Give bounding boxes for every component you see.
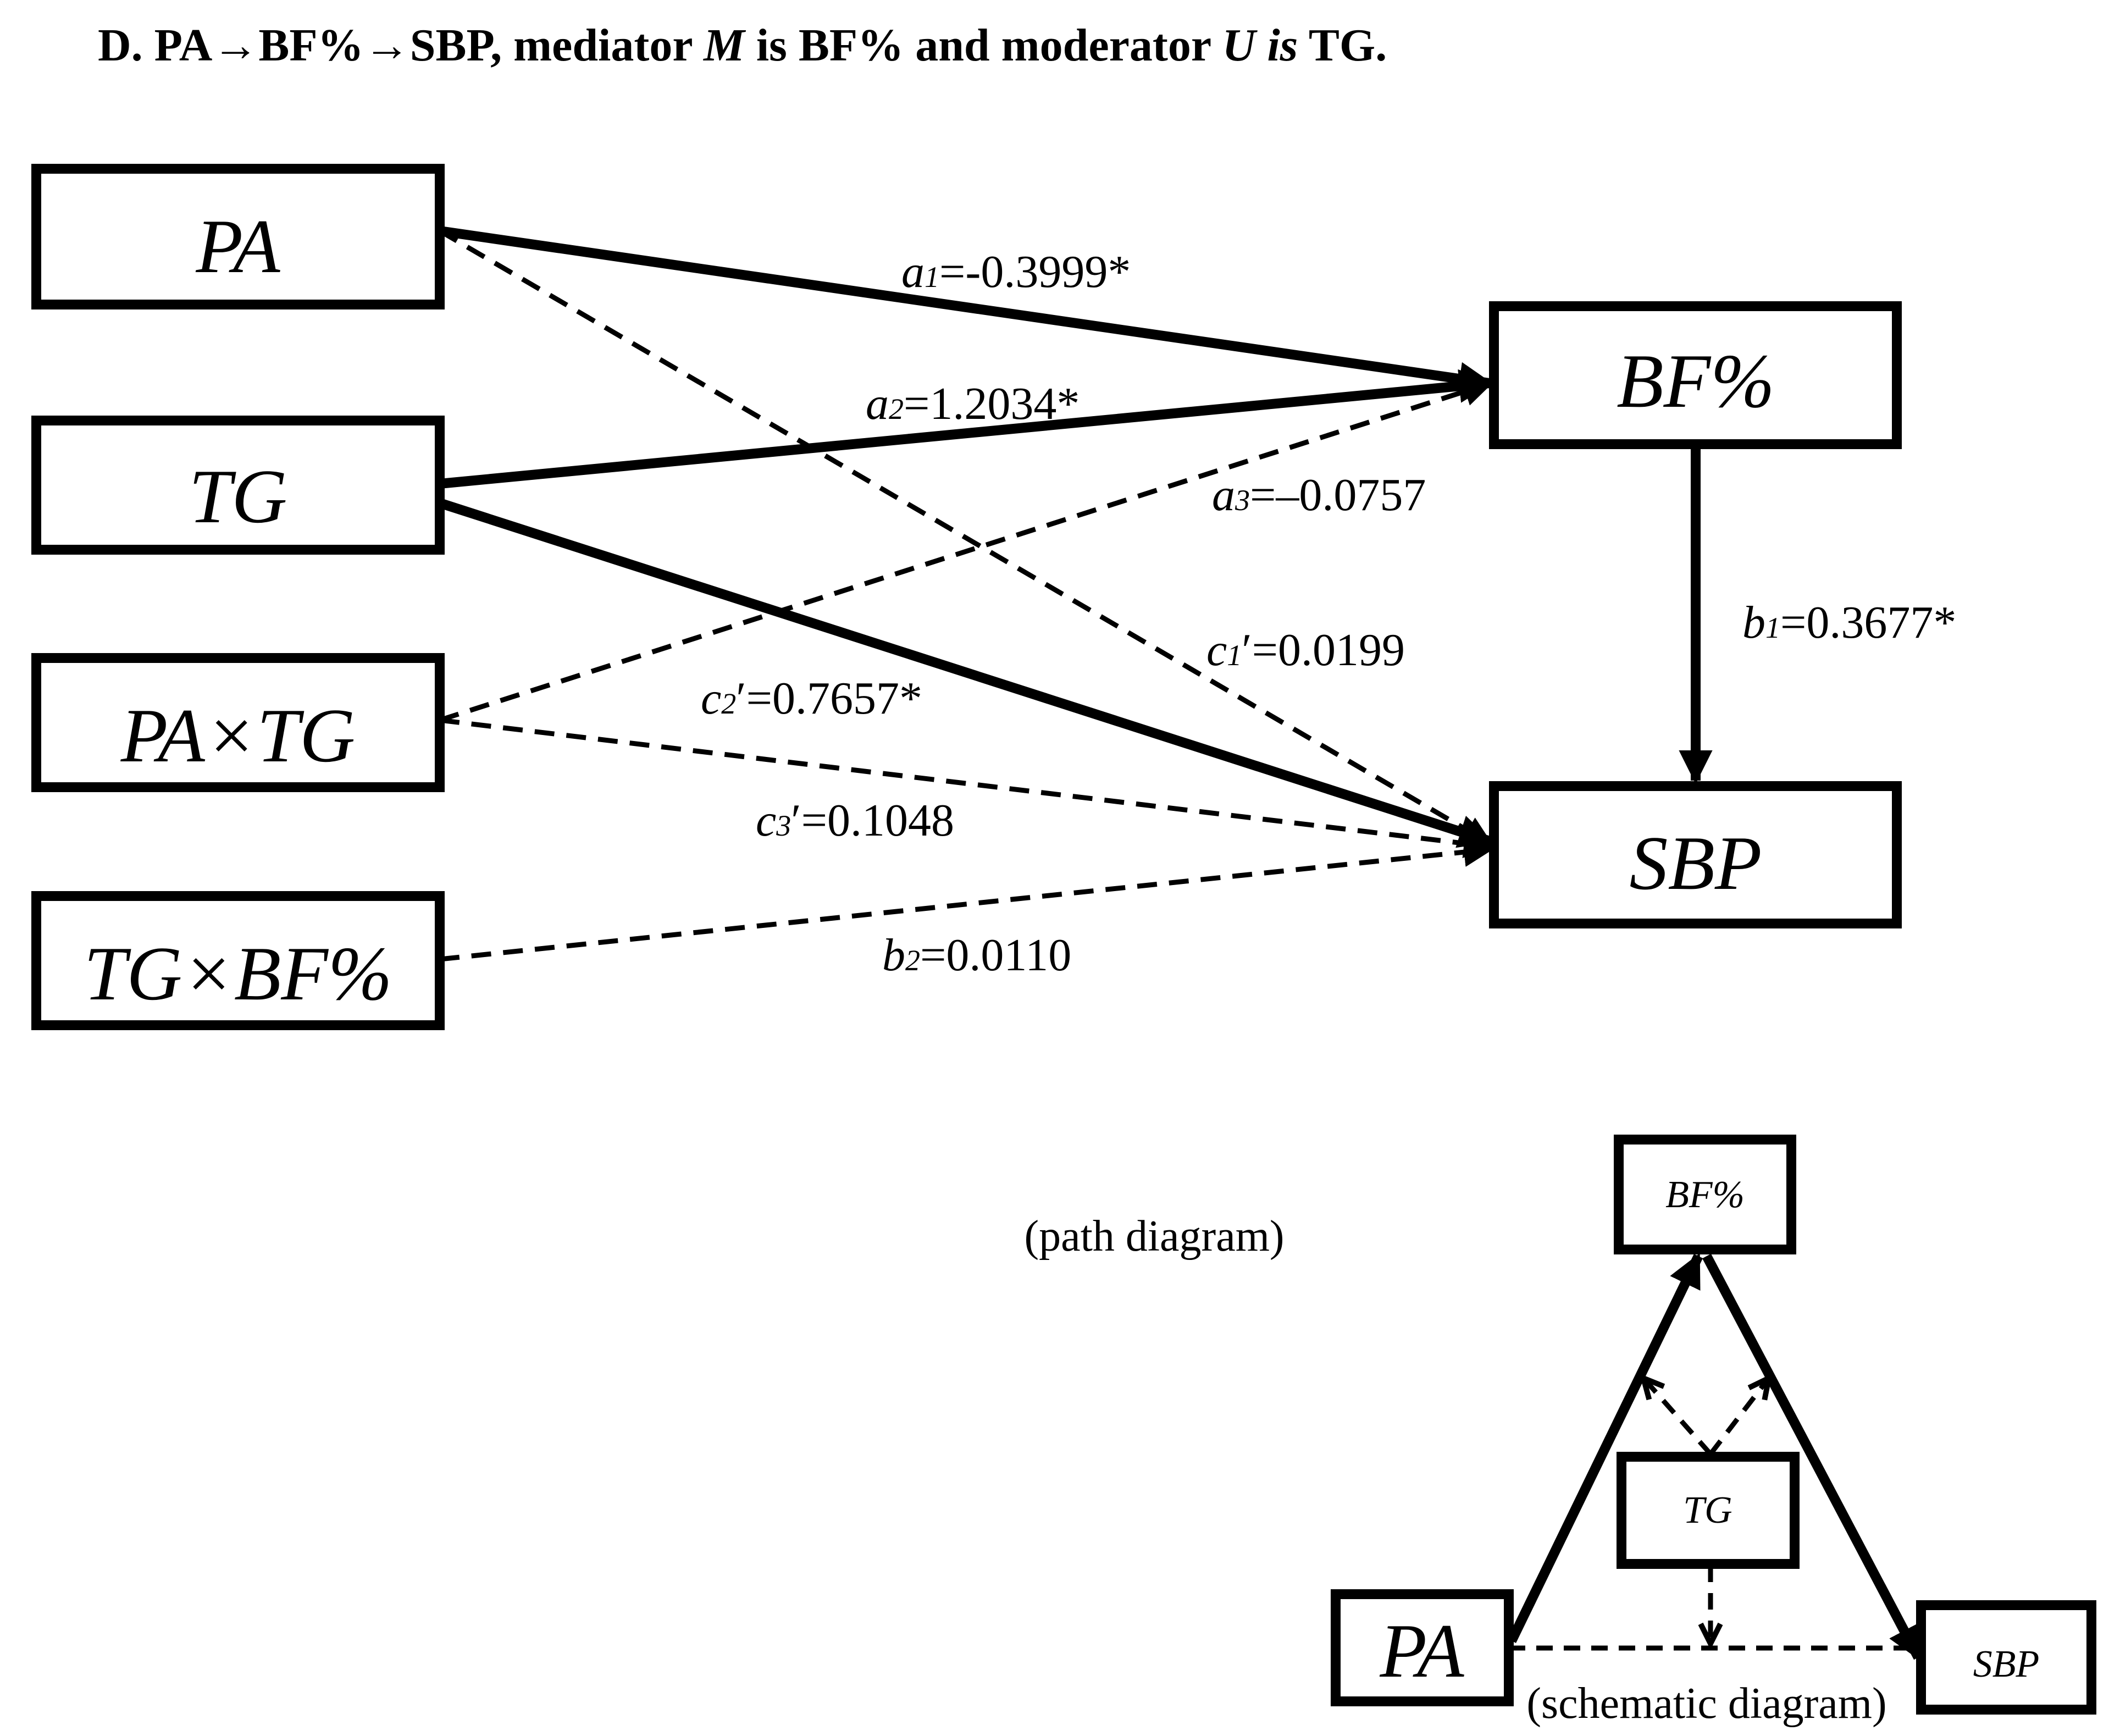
- node-tg-x-bf: TG×BF%: [31, 891, 445, 1030]
- coef-a2-symbol: a: [866, 378, 889, 429]
- node-tg-label: TG: [189, 454, 287, 539]
- caption-schematic-diagram: (schematic diagram): [1526, 1679, 1886, 1728]
- coef-a2-value: =1.2034*: [904, 378, 1080, 429]
- coef-a3: a3=–0.0757: [1212, 469, 1426, 521]
- coef-a1-symbol: a: [901, 246, 925, 297]
- schematic-node-bf-label: BF%: [1665, 1174, 1745, 1216]
- coef-c2: c2′=0.7657*: [701, 673, 922, 724]
- node-pa-label: PA: [196, 204, 280, 289]
- coef-a3-symbol: a: [1212, 469, 1235, 521]
- schematic-node-pa-label: PA: [1380, 1608, 1464, 1694]
- coef-b2: b2=0.0110: [882, 930, 1071, 981]
- path-c3-arrow: [439, 717, 1494, 859]
- coef-a2-sub: 2: [889, 392, 904, 425]
- path-a1-arrow: [439, 226, 1493, 396]
- coef-c3: c3′=0.1048: [756, 795, 954, 846]
- title-moderator-symbol: U: [1222, 20, 1258, 71]
- coef-c3-symbol: c: [756, 795, 776, 846]
- coef-b1-symbol: b: [1742, 597, 1765, 648]
- coef-c1-sub: 1: [1227, 639, 1242, 672]
- node-pa-x-tg-label: PA×TG: [120, 693, 355, 778]
- schematic-node-bf: BF%: [1614, 1135, 1796, 1254]
- title-part-3: TG.: [1298, 20, 1387, 71]
- title-part-2: is BF% and moderator: [745, 20, 1222, 71]
- schematic-tg-moderates-a-arrow: [1643, 1378, 1713, 1456]
- coef-b2-symbol: b: [882, 930, 905, 981]
- coef-a3-sub: 3: [1235, 484, 1250, 517]
- node-sbp: SBP: [1489, 781, 1902, 928]
- coef-a2: a2=1.2034*: [866, 378, 1080, 429]
- schematic-node-sbp: SBP: [1916, 1600, 2096, 1715]
- node-tg-x-bf-label: TG×BF%: [84, 931, 392, 1016]
- coef-a3-value: =–0.0757: [1250, 469, 1426, 521]
- coef-c3-value: =0.1048: [801, 795, 954, 846]
- caption-path-diagram: (path diagram): [1024, 1212, 1284, 1260]
- coef-c2-prime: ′: [736, 673, 746, 724]
- coef-a1-value: =-0.3999*: [939, 246, 1131, 297]
- coef-c2-sub: 2: [721, 687, 736, 720]
- coef-c1: c1′=0.0199: [1206, 624, 1405, 676]
- node-tg: TG: [31, 416, 445, 555]
- path-b2-arrow: [439, 837, 1494, 962]
- coef-b2-value: =0.0110: [920, 930, 1071, 981]
- coef-c2-value: =0.7657*: [746, 673, 922, 724]
- coef-b1: b1=0.3677*: [1742, 597, 1956, 648]
- schematic-node-pa: PA: [1331, 1589, 1514, 1706]
- path-a3-arrow: [439, 377, 1494, 723]
- node-sbp-label: SBP: [1629, 821, 1762, 906]
- node-pa: PA: [31, 164, 445, 309]
- path-c1-arrow: [438, 229, 1493, 846]
- path-a2-arrow: [439, 369, 1493, 489]
- coef-c2-symbol: c: [701, 673, 721, 724]
- title-mediator-symbol: M: [702, 20, 746, 71]
- schematic-node-tg-label: TG: [1683, 1489, 1732, 1532]
- schematic-bf-to-sbp-arrow: [1702, 1253, 1923, 1661]
- coef-a1: a1=-0.3999*: [901, 246, 1131, 297]
- coef-b2-sub: 2: [905, 944, 920, 977]
- title-part-1: D. PA→BF%→SBP, mediator: [98, 20, 704, 71]
- node-pa-x-tg: PA×TG: [31, 653, 445, 792]
- title-is: is: [1255, 20, 1298, 71]
- schematic-tg-moderates-b-arrow: [1708, 1378, 1769, 1456]
- path-c2-arrow: [438, 498, 1493, 848]
- coef-c1-prime: ′: [1242, 624, 1252, 676]
- coef-c1-value: =0.0199: [1252, 624, 1405, 676]
- node-bf: BF%: [1489, 301, 1902, 449]
- coef-c3-sub: 3: [776, 809, 791, 842]
- coef-a1-sub: 1: [925, 261, 939, 294]
- figure-title: D. PA→BF%→SBP, mediator M is BF% and mod…: [98, 20, 1387, 71]
- coef-c1-symbol: c: [1206, 624, 1227, 676]
- schematic-pa-to-bf-arrow: [1507, 1253, 1703, 1643]
- schematic-node-tg: TG: [1617, 1452, 1800, 1569]
- node-bf-label: BF%: [1617, 339, 1775, 424]
- coef-b1-value: =0.3677*: [1780, 597, 1956, 648]
- coef-c3-prime: ′: [791, 795, 801, 846]
- coef-b1-sub: 1: [1765, 611, 1780, 644]
- schematic-node-sbp-label: SBP: [1973, 1643, 2040, 1685]
